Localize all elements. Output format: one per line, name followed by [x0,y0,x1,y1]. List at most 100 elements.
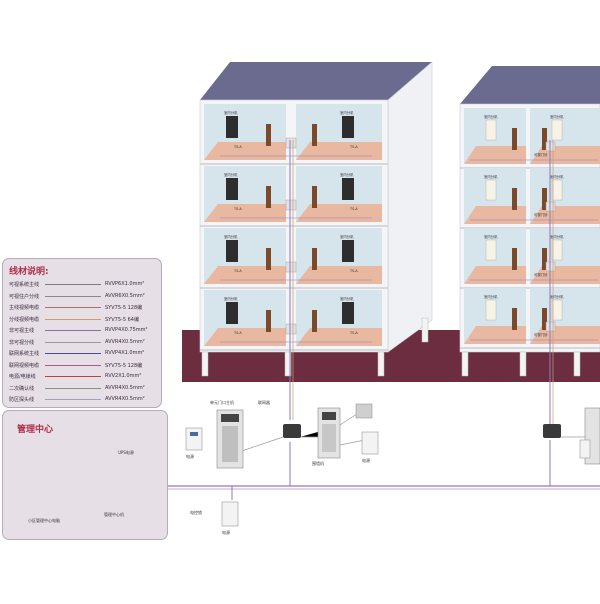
legend-cable-name: 分线视频电缆 [9,316,40,323]
apartment-door [312,248,317,270]
right-building: 室内分机室内分机可视门铃室内分机室内分机可视门铃室内分机室内分机可视门铃室内分机… [459,66,600,377]
apartment-door [542,248,547,270]
indoor-monitor-label: 室内分机 [484,294,498,299]
door-station-label: 单元门口主机 [210,400,234,405]
gate-power-box [361,431,379,455]
branch-line [339,439,366,446]
management-center-panel: 管理中心 [2,410,168,540]
apartment-floor [204,204,286,222]
legend-cable-name: 主线视频电缆 [9,305,40,311]
unit-label: TS-A [233,269,242,273]
power-supply-box [185,427,203,451]
apartment-door [312,310,317,332]
legend-cable-name: 电源/电锁线 [9,374,36,380]
indoor-monitor-label: 室内分机 [340,172,354,177]
indoor-monitor [551,239,563,261]
indoor-monitor-label: 室内分机 [484,174,498,179]
legend-row: 分线视频电缆 SYV75-5 64编 [9,314,159,325]
legend-cable-spec: AVVR4X0.5mm² [105,384,145,391]
legend-cable-name: 联网系统主线 [9,351,40,357]
left-pillar [377,351,385,377]
floor-decoder [285,261,297,273]
left-pillar [421,317,429,343]
indoor-monitor [485,119,497,141]
right-pillar [519,351,527,377]
indoor-monitor [551,299,563,321]
indoor-monitor [485,239,497,261]
right-pillar [573,351,581,377]
right-pillar [461,351,469,377]
apartment-door [512,128,517,150]
indoor-monitor-label: 室内分机 [484,234,498,239]
legend-cable-spec: SYV75-5 128编 [105,305,143,311]
left-building-roof [200,62,432,100]
right-power-box [579,439,591,459]
indoor-monitor-label: 室内分机 [550,234,564,239]
left-pillar [284,351,292,377]
legend-cable-spec: SYV75-5 64编 [105,316,139,323]
apartment-floor [296,142,382,160]
indoor-monitor-label: 室内分机 [340,110,354,115]
bottom-lock-label: 电控锁 [190,510,202,515]
legend-line-sample [45,399,101,400]
network-switch [543,424,561,438]
indoor-monitor [342,116,354,138]
indoor-monitor-label: 室内分机 [550,114,564,119]
legend-line-sample [45,330,101,331]
floor-decoder [285,199,297,211]
indoor-monitor-label: 室内分机 [224,110,238,115]
unit-label: TS-A [349,207,358,211]
apartment-door [266,310,271,332]
gate-station [317,407,341,459]
ups-label: UPS电源 [118,450,134,455]
indoor-monitor [342,240,354,262]
apartment-floor [296,266,382,284]
legend-line-sample [45,295,101,297]
legend-row: 二次确认线 AVVR4X0.5mm² [9,383,159,394]
apartment-floor [464,146,526,164]
legend-cable-name: 防区探头线 [9,397,35,403]
apartment-door [512,188,517,210]
indoor-monitor [485,179,497,201]
apartment-door [312,186,317,208]
apartment-door [312,124,317,146]
apartment-floor [296,328,382,346]
apartment-floor [204,328,286,346]
apartment-door [512,308,517,330]
legend-cable-spec: RVVP6X1.0mm² [105,281,145,287]
legend-row: 可视住户分线 AVVR6X0.5mm² [9,291,159,302]
apartment-door [266,124,271,146]
legend-cable-name: 非可视主线 [9,328,35,334]
apartment-door [542,308,547,330]
legend-cable-name: 联网视频电缆 [9,362,40,369]
legend-line-sample [45,341,101,343]
legend-cable-spec: AVVR6X0.5mm² [105,292,145,299]
legend-cable-spec: RVV2X1.0mm² [105,373,142,379]
unit-label: TS-A [349,145,358,149]
legend-line-sample [45,318,101,320]
legend-title: 线材说明: [9,267,49,277]
right-building-roof [460,66,600,104]
unit-label: TS-A [233,331,242,335]
indoor-monitor [342,178,354,200]
legend-cable-name: 可视住户分线 [9,293,40,300]
indoor-monitor-label: 室内分机 [224,172,238,177]
legend-cable-name: 非可视分线 [9,339,35,346]
indoor-monitor-label: 室内分机 [224,296,238,301]
apartment-floor [464,326,526,344]
bottom-power-box [221,501,239,527]
legend-cable-name: 二次确认线 [9,385,35,392]
floor-decoder [285,323,297,335]
console-label: 管理中心机 [104,512,124,517]
indoor-monitor-label: 室内分机 [340,234,354,239]
indoor-monitor-label: 室内分机 [484,114,498,119]
legend-line-sample [45,364,101,366]
legend-row: 主线视频电缆 SYV75-5 128编 [9,302,159,313]
indoor-monitor-label: 室内分机 [224,234,238,239]
legend-line-sample [45,387,101,389]
